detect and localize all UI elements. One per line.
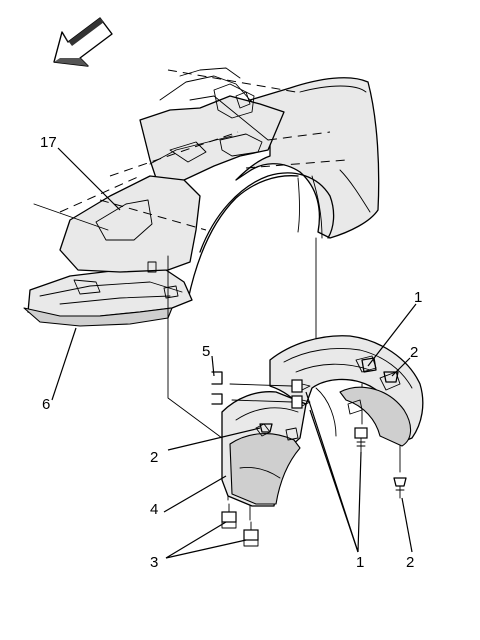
screw-upper-a: [229, 379, 311, 393]
callout-6: 6: [42, 396, 50, 413]
push-pin-2: [393, 477, 407, 499]
callout-2-right: 2: [410, 344, 418, 361]
alignment-lines-upper: [33, 69, 347, 231]
callout-2-left: 2: [150, 449, 158, 466]
wheelhouse-liner-rear: [269, 335, 424, 447]
clip-1-top: [361, 357, 377, 373]
arrow-up-left-icon: [53, 17, 113, 67]
fender-body: [23, 67, 380, 327]
callout-17: 17: [40, 134, 57, 151]
callout-1-bottom: 1: [356, 554, 364, 571]
wheelhouse-liner-front: [221, 391, 307, 507]
callout-3: 3: [150, 554, 158, 571]
leader-lines: [51, 147, 417, 559]
screw-3-b: [243, 521, 259, 547]
callout-1-top: 1: [414, 289, 422, 306]
callout-2-bottom: 2: [406, 554, 414, 571]
clip-5: [211, 371, 223, 405]
callout-4: 4: [150, 501, 158, 518]
screw-3-a: [221, 503, 237, 529]
screw-1-vertical: [354, 427, 368, 453]
clip-2-right: [383, 371, 399, 383]
screw-upper-b: [231, 395, 311, 409]
clip-2-left: [259, 423, 273, 433]
callout-5: 5: [202, 343, 210, 360]
